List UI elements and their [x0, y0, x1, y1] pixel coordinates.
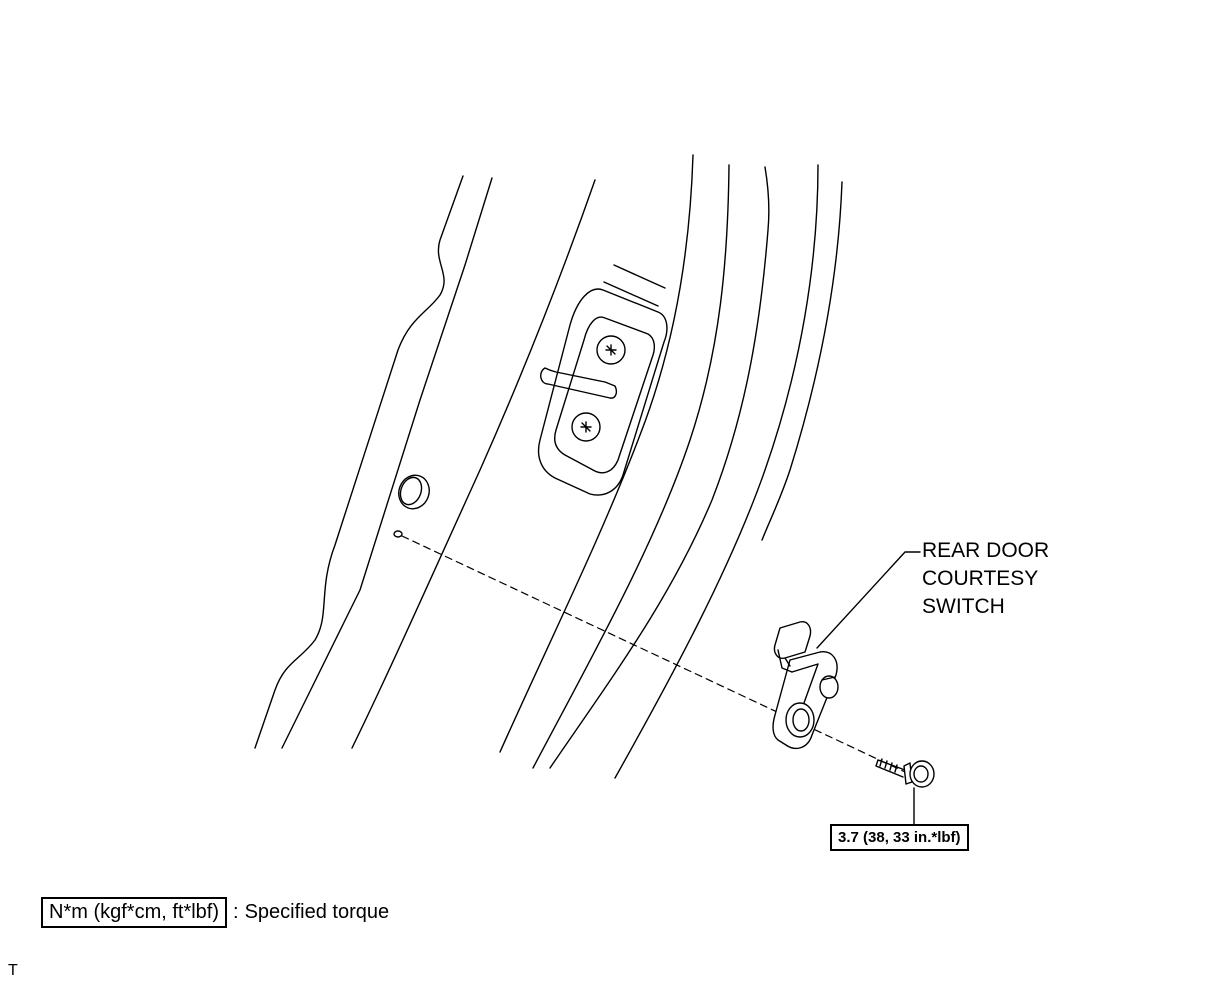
- torque-legend: N*m (kgf*cm, ft*lbf) : Specified torque: [41, 897, 389, 928]
- courtesy-switch-part: [772, 621, 839, 750]
- frame-line-4: [614, 164, 819, 779]
- callout-line-3: SWITCH: [922, 595, 1005, 618]
- door-striker: [537, 288, 668, 496]
- hatch-lines: [603, 264, 666, 307]
- frame-line-3: [549, 166, 770, 769]
- bolt: [875, 758, 935, 788]
- corner-mark: T: [8, 962, 18, 979]
- installation-axis: [401, 535, 906, 773]
- legend-separator: :: [233, 901, 239, 923]
- frame-line-1: [499, 154, 694, 753]
- screw-hole: [393, 530, 403, 538]
- callout-line-2: COURTESY: [922, 567, 1039, 590]
- frame-line-5: [761, 181, 843, 541]
- mounting-hole: [398, 474, 430, 510]
- part-leader-line: [816, 551, 921, 649]
- pillar-edge-line: [281, 177, 493, 749]
- callout-line-1: REAR DOOR: [922, 539, 1050, 562]
- part-callout-label: REAR DOOR COURTESY SWITCH: [922, 537, 1049, 621]
- frame-line-2: [532, 164, 730, 769]
- legend-description: Specified torque: [244, 901, 390, 923]
- legend-unit-box: N*m (kgf*cm, ft*lbf): [41, 897, 228, 928]
- pillar-outer-edge: [254, 175, 464, 749]
- torque-value-box: 3.7 (38, 33 in.*lbf): [830, 824, 969, 851]
- pillar-panel-line: [351, 179, 596, 749]
